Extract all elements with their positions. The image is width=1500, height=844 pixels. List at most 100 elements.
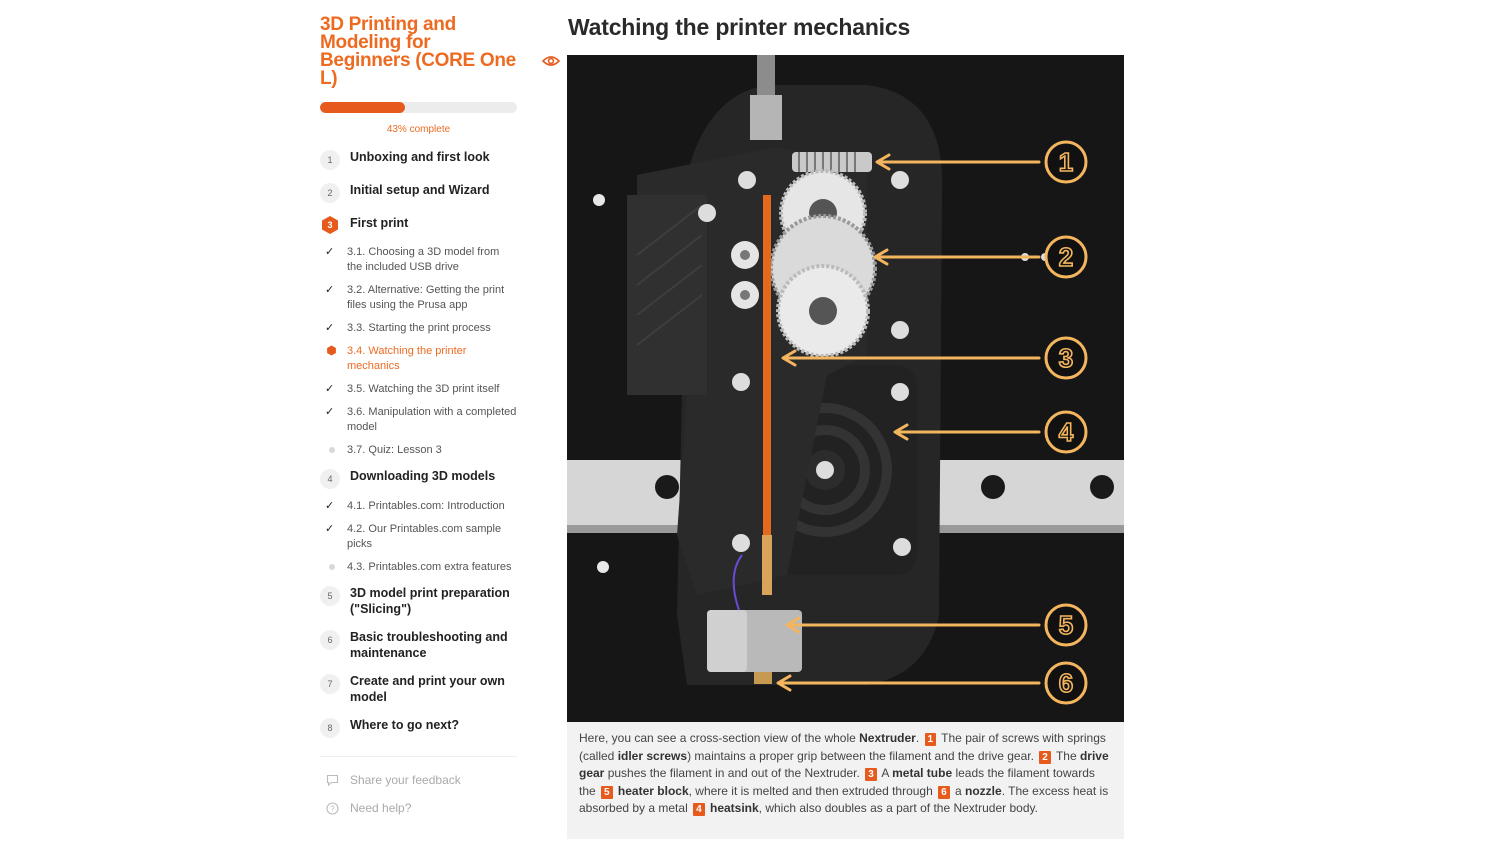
lesson-number: 4 bbox=[320, 469, 340, 489]
lesson-item[interactable]: 3 First print bbox=[320, 209, 520, 241]
course-title[interactable]: 3D Printing and Modeling for Beginners (… bbox=[320, 14, 516, 89]
caption-text: Here, you can see a cross-section view o… bbox=[579, 731, 860, 745]
svg-text:?: ? bbox=[330, 804, 335, 813]
lesson-label: Downloading 3D models bbox=[350, 469, 496, 483]
callout-number: 5 bbox=[1059, 610, 1073, 640]
sublesson-label: 3.1. Choosing a 3D model from the includ… bbox=[347, 246, 500, 273]
sublesson-item[interactable]: ✓ 3.6. Manipulation with a completed mode… bbox=[320, 401, 520, 439]
lesson-item[interactable]: 1 Unboxing and first look bbox=[320, 143, 520, 176]
page-title: Watching the printer mechanics bbox=[568, 14, 911, 40]
callout-2: 2 bbox=[1044, 235, 1088, 279]
callout-6: 6 bbox=[1044, 661, 1088, 705]
callout-number: 4 bbox=[1059, 417, 1074, 447]
check-icon: ✓ bbox=[325, 246, 335, 258]
caption-bold: nozzle bbox=[965, 783, 1002, 798]
sublesson-item[interactable]: ✓ 3.3. Starting the print process bbox=[320, 317, 520, 340]
lesson-label: First print bbox=[350, 216, 409, 230]
caption-text: a bbox=[951, 783, 966, 798]
caption-badge: 4 bbox=[693, 803, 705, 817]
caption-text: The pair of screws with springs (called bbox=[579, 731, 1106, 763]
caption-text: ) maintains a proper grip between the fi… bbox=[687, 748, 1038, 763]
lesson-label: Where to go next? bbox=[350, 718, 460, 732]
callout-badges: 1 2 3 4 5 6 bbox=[1044, 140, 1088, 705]
lesson-number: 2 bbox=[320, 183, 340, 203]
progress-fill bbox=[320, 102, 405, 113]
course-sidebar: 3D Printing and Modeling for Beginners (… bbox=[320, 14, 520, 823]
sublesson-item[interactable]: ✓ 3.2. Alternative: Getting the print fil… bbox=[320, 279, 520, 317]
nextruder-illustration: 1 2 3 4 5 6 bbox=[567, 55, 1124, 722]
pending-dot-icon bbox=[329, 447, 335, 453]
lesson-item[interactable]: 4 Downloading 3D models bbox=[320, 462, 520, 495]
eye-icon[interactable] bbox=[542, 54, 560, 68]
lesson-label: Initial setup and Wizard bbox=[350, 183, 490, 197]
sublesson-label: 3.3. Starting the print process bbox=[347, 322, 491, 334]
lesson-number: 5 bbox=[320, 586, 340, 606]
lesson-item[interactable]: 5 3D model print preparation ("Slicing") bbox=[320, 579, 520, 623]
sublesson-label: 3.6. Manipulation with a completed model bbox=[347, 406, 517, 433]
question-circle-icon: ? bbox=[320, 801, 350, 815]
check-icon: ✓ bbox=[325, 500, 335, 512]
callout-number: 1 bbox=[1059, 147, 1073, 177]
sublesson-label: 3.2. Alternative: Getting the print file… bbox=[347, 284, 505, 311]
caption-bold: drive gear bbox=[579, 748, 1109, 781]
sublesson-label: 3.7. Quiz: Lesson 3 bbox=[347, 444, 442, 456]
caption-text: , where it is melted and then extruded t… bbox=[688, 783, 937, 798]
caption-badge: 5 bbox=[601, 785, 613, 799]
sublesson-label: 3.4. Watching the printer mechanics bbox=[347, 345, 467, 372]
sublesson-item[interactable]: 3.4. Watching the printer mechanics bbox=[320, 340, 520, 378]
callout-3: 3 bbox=[1044, 336, 1088, 380]
sublesson-item[interactable]: ✓3.5. Watching the 3D print itself bbox=[320, 378, 520, 401]
caption-text: . The excess heat is absorbed by a metal bbox=[579, 783, 1109, 816]
callout-5: 5 bbox=[1044, 603, 1088, 647]
sublesson-label: 4.3. Printables.com extra features bbox=[347, 561, 512, 573]
caption-text: , which also doubles as a part of the Ne… bbox=[758, 801, 1038, 816]
callout-number: 3 bbox=[1059, 343, 1073, 373]
sidebar-divider bbox=[320, 756, 517, 757]
help-link[interactable]: ? Need help? bbox=[320, 795, 520, 823]
table-of-contents: 1 Unboxing and first look 2 Initial setup a… bbox=[320, 143, 520, 744]
sublesson-label: 4.2. Our Printables.com sample picks bbox=[347, 523, 502, 550]
caption-badge: 3 bbox=[865, 768, 877, 782]
check-icon: ✓ bbox=[325, 322, 335, 334]
sublesson-item[interactable]: 3.7. Quiz: Lesson 3 bbox=[320, 439, 520, 462]
nextruder-figure: 1 2 3 4 5 6 bbox=[567, 55, 1124, 722]
sublesson-item[interactable]: ✓ 4.1. Printables.com: Introduction bbox=[320, 495, 520, 518]
callout-4: 4 bbox=[1044, 410, 1088, 454]
lesson-number: 6 bbox=[320, 630, 340, 650]
caption-bold: heater block bbox=[617, 783, 689, 798]
lesson-item[interactable]: 2 Initial setup and Wizard bbox=[320, 176, 520, 209]
check-icon: ✓ bbox=[325, 406, 335, 418]
caption-bold: metal tube bbox=[892, 766, 953, 781]
progress-text: 43% complete bbox=[386, 124, 451, 135]
callout-number: 6 bbox=[1059, 668, 1073, 698]
caption-badge: 6 bbox=[938, 785, 950, 799]
lesson-number: 1 bbox=[320, 150, 340, 170]
lesson-number: 7 bbox=[320, 674, 340, 694]
lesson-label: Create and print your own model bbox=[350, 674, 505, 704]
caption-badge: 1 bbox=[924, 733, 937, 746]
feedback-link[interactable]: Share your feedback bbox=[320, 767, 520, 795]
callout-1: 1 bbox=[1044, 140, 1088, 184]
caption-bold: Nextruder bbox=[859, 731, 916, 745]
caption-text: . bbox=[915, 731, 923, 745]
figure-caption: Here, you can see a cross-section view o… bbox=[567, 722, 1124, 839]
lesson-label: 3D model print preparation ("Slicing") bbox=[350, 586, 510, 616]
caption-text: The bbox=[1052, 748, 1080, 763]
sublesson-item[interactable]: ✓ 4.2. Our Printables.com sample picks bbox=[320, 518, 520, 556]
chat-bubble-icon bbox=[320, 774, 350, 786]
caption-bold: idler screws bbox=[617, 748, 688, 763]
feedback-label: Share your feedback bbox=[350, 773, 461, 787]
lesson-item[interactable]: 7 Create and print your own model bbox=[320, 667, 520, 711]
lesson-label: Unboxing and first look bbox=[350, 150, 490, 164]
sublesson-item[interactable]: ✓ 3.1. Choosing a 3D model from the inclu… bbox=[320, 241, 520, 279]
sublesson-label: 4.1. Printables.com: Introduction bbox=[347, 500, 505, 512]
caption-bold: heatsink bbox=[709, 801, 759, 816]
check-icon: ✓ bbox=[325, 284, 335, 296]
caption-text: leads the filament towards the bbox=[579, 766, 1095, 798]
check-icon: ✓ bbox=[325, 523, 335, 535]
lesson-number-active: 3 bbox=[320, 215, 340, 235]
sublesson-item[interactable]: 4.3. Printables.com extra features bbox=[320, 556, 520, 579]
callout-number: 2 bbox=[1059, 242, 1073, 272]
